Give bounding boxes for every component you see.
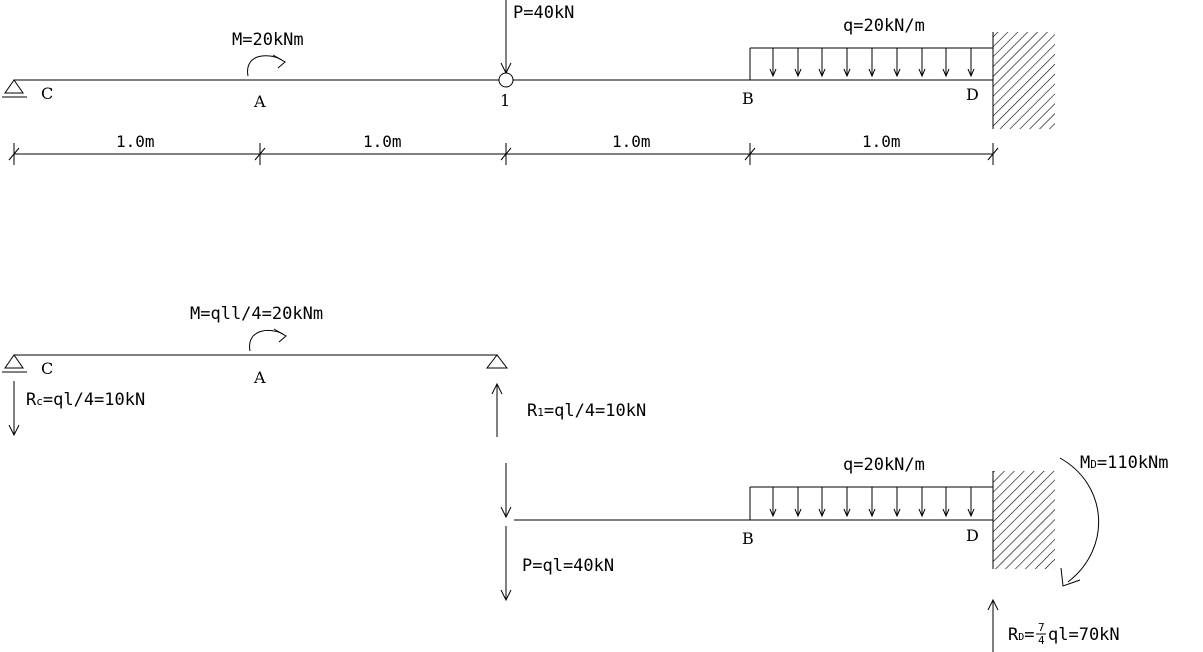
dimension-label-2: 1.0m xyxy=(363,132,402,151)
udl-lower-arrow-7 xyxy=(918,487,926,518)
reaction-d-arrow xyxy=(987,598,999,652)
udl-lower-arrow-9 xyxy=(967,487,975,518)
lower-right-beam-system: P=ql=40kN q=20kN/m B D MD=110kNm RD= 7 xyxy=(500,453,1169,652)
udl-lower-arrow-4 xyxy=(843,487,851,518)
udl-upper-arrow-3 xyxy=(818,48,826,78)
fixed-support-d-lower xyxy=(992,471,1055,569)
moment-arrow-a xyxy=(247,54,286,77)
svg-text:ql=70kN: ql=70kN xyxy=(1048,625,1120,645)
udl-upper-arrow-2 xyxy=(794,48,802,78)
hinge-1-label: 1 xyxy=(500,91,510,110)
reaction-d-fraction-den: 4 xyxy=(1038,634,1045,647)
moment-arrow-a-lower xyxy=(249,328,287,352)
moment-a-label: M=20kNm xyxy=(232,30,304,50)
point-d-label: D xyxy=(966,85,979,104)
upper-beam-system: C M=20kNm A P=40kN 1 q=20kN/m B D xyxy=(2,0,1055,165)
udl-lower-arrow-6 xyxy=(893,487,901,518)
udl-upper-arrow-6 xyxy=(893,48,901,78)
point-a-label: A xyxy=(253,92,266,111)
transfer-force-arrow xyxy=(500,463,512,519)
reaction-d-label: RD= 7 4 ql=70kN xyxy=(1008,621,1120,647)
distributed-load-upper xyxy=(749,47,993,80)
roller-support-1 xyxy=(485,354,509,369)
point-b-label: B xyxy=(742,89,754,108)
moment-d-arrow xyxy=(1059,457,1099,587)
reaction-1-label: R1=ql/4=10kN xyxy=(527,401,646,421)
udl-lower-arrow-2 xyxy=(794,487,802,518)
point-c-label: C xyxy=(41,84,53,103)
distributed-load-lower-label: q=20kN/m xyxy=(843,455,925,475)
udl-upper-arrow-1 xyxy=(769,48,777,78)
fixed-support-d xyxy=(992,32,1055,129)
udl-upper-arrow-7 xyxy=(918,48,926,78)
distributed-load-label: q=20kN/m xyxy=(843,16,925,36)
point-load-lower-arrow xyxy=(500,526,512,602)
udl-lower-arrow-8 xyxy=(942,487,950,518)
moment-d-label: MD=110kNm xyxy=(1080,453,1169,473)
udl-lower-arrow-1 xyxy=(769,487,777,518)
hinge-1 xyxy=(498,72,514,88)
dimension-line xyxy=(8,143,999,165)
lower-left-beam-system: C M=qll/4=20kNm A Rc=ql/4=10kN R1=ql/4=1… xyxy=(2,304,646,437)
svg-text:RD=: RD= xyxy=(1008,625,1035,645)
point-load-lower-label: P=ql=40kN xyxy=(522,556,614,576)
reaction-d-fraction-num: 7 xyxy=(1038,621,1045,634)
point-b-lower-label: B xyxy=(742,529,754,548)
dimension-label-4: 1.0m xyxy=(862,132,901,151)
reaction-c-arrow xyxy=(8,381,20,437)
pin-support-c-lower xyxy=(2,354,27,373)
point-a-lower-label: A xyxy=(253,368,266,387)
udl-upper-arrow-5 xyxy=(868,48,876,78)
moment-a-lower-label: M=qll/4=20kNm xyxy=(190,304,323,324)
reaction-c-label: Rc=ql/4=10kN xyxy=(26,390,145,410)
udl-upper-arrow-9 xyxy=(967,48,975,78)
dimension-label-3: 1.0m xyxy=(612,132,651,151)
reaction-1-arrow xyxy=(491,382,503,437)
pin-support-c xyxy=(2,79,27,98)
udl-lower-arrow-3 xyxy=(818,487,826,518)
point-c-lower-label: C xyxy=(41,359,53,378)
udl-lower-arrow-5 xyxy=(868,487,876,518)
udl-upper-arrow-4 xyxy=(843,48,851,78)
udl-upper-arrow-8 xyxy=(942,48,950,78)
dimension-label-1: 1.0m xyxy=(116,132,155,151)
point-load-label: P=40kN xyxy=(513,3,574,23)
distributed-load-lower xyxy=(749,486,993,520)
point-d-lower-label: D xyxy=(966,526,979,545)
